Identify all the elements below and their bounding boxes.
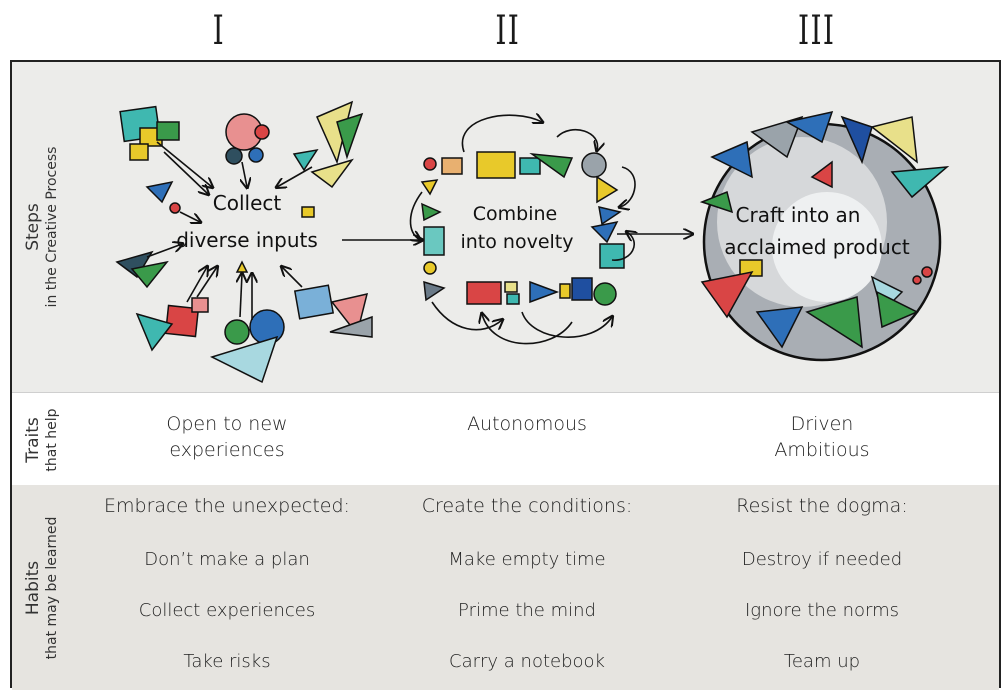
traits-row: Traits that help Open to new experiences… [12,392,999,486]
product-shapes [699,110,950,349]
steps-illustration: Collect diverse inputs [115,100,950,384]
collect-shapes [115,100,373,384]
traits-col-3: Driven Ambitious [707,411,937,463]
habit-item: Team up [783,651,861,672]
habit-heading-3: Resist the dogma: [736,495,908,517]
traits-label-subtitle: that help [44,407,60,472]
steps-row: Steps in the Creative Process [12,62,999,392]
habit-item: Prime the mind [458,600,596,621]
traits-row-label: Traits that help [12,393,72,486]
step2-text-line1: Combine [473,203,557,225]
traits-col-1: Open to new experiences [112,411,342,463]
habit-heading-1: Embrace the unexpected: [104,495,350,517]
habit-item: Ignore the norms [744,600,899,621]
habit-item: Collect experiences [138,600,316,621]
step3-text-line2: acclaimed product [724,235,910,259]
column-numeral-2: II [495,8,521,54]
habit-item: Take risks [183,651,271,672]
habits-row: Habits that may be learned Embrace the u… [12,485,999,690]
step2-text-line2: into novelty [460,231,573,253]
habit-item: Destroy if needed [741,549,903,570]
traits-label-title: Traits [23,416,43,463]
habit-heading-2: Create the conditions: [421,495,633,517]
collect-arrows [146,141,422,320]
habit-item: Make empty time [448,549,606,570]
habits-label-subtitle: that may be learned [44,516,60,659]
trait-text: Open to new [166,413,288,435]
habit-item: Carry a notebook [449,651,605,672]
process-table: Steps in the Creative Process [10,60,1001,690]
combine-shapes [420,151,625,306]
trait-text: Autonomous [467,413,587,435]
habits-label-title: Habits [23,560,43,615]
habit-item: Don’t make a plan [144,549,310,570]
column-numeral-1: I [212,8,226,54]
combine-arrows [410,115,692,345]
habits-row-label: Habits that may be learned [12,485,72,690]
step1-text-line2: diverse inputs [176,228,318,252]
trait-text: Driven [790,413,854,435]
traits-col-2: Autonomous [412,411,642,437]
step3-text-line1: Craft into an [736,203,861,227]
trait-text: experiences [169,439,285,461]
step1-text-line1: Collect [213,191,282,215]
column-numeral-3: III [798,8,836,54]
trait-text: Ambitious [774,439,870,461]
